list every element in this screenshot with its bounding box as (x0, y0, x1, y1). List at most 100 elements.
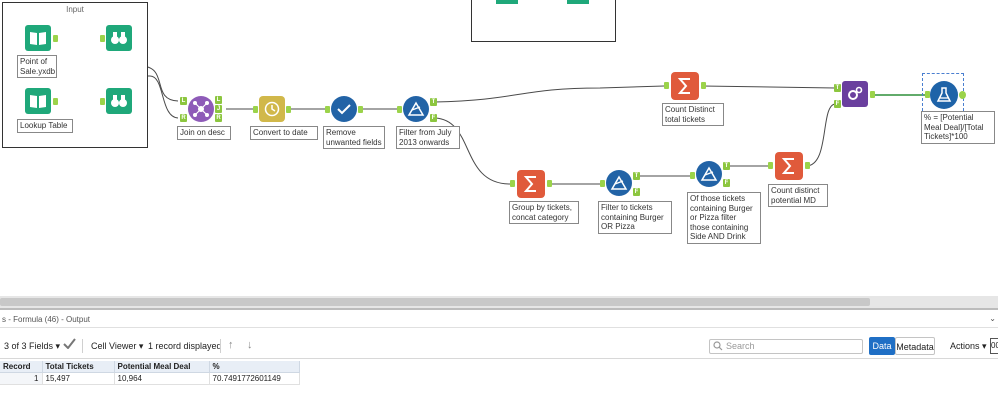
cell-viewer-dropdown[interactable]: Cell Viewer ▾ (91, 341, 143, 352)
record-count: 1 record displayed (148, 341, 222, 351)
input-tool-pos[interactable] (25, 25, 51, 51)
join-r-output-anchor[interactable]: R (215, 114, 222, 122)
table-cell[interactable]: 10,964 (114, 372, 210, 385)
filter-false-anchor[interactable]: F (430, 114, 437, 122)
output-anchor[interactable] (286, 106, 291, 113)
clock-icon (264, 101, 280, 117)
checkmark-icon (337, 104, 351, 115)
column-header-total-tickets[interactable]: Total Tickets (42, 361, 115, 373)
output-anchor[interactable] (959, 91, 966, 99)
binoculars-icon (111, 32, 127, 44)
table-cell[interactable]: 70.7491772601149 (209, 372, 300, 385)
output-anchor[interactable] (53, 35, 58, 42)
output-anchor[interactable] (870, 91, 875, 98)
actions-menu[interactable]: Actions ▾ (950, 341, 987, 352)
panel-divider[interactable] (0, 308, 998, 310)
formula-tool[interactable] (930, 81, 958, 109)
join-right-input-anchor[interactable]: R (180, 114, 187, 122)
output-anchor[interactable] (358, 106, 363, 113)
wire-countmd-to-multi (805, 103, 836, 167)
annotation-formula: % = [Potential Meal Deal]/[Total Tickets… (921, 111, 995, 144)
filter-icon (700, 166, 718, 181)
scrollbar-thumb[interactable] (0, 298, 870, 306)
select-tool[interactable] (331, 96, 357, 122)
summarize-tool-total[interactable] (671, 72, 699, 100)
data-tab-button[interactable]: Data (869, 337, 895, 355)
filter-tool-burger[interactable] (606, 170, 632, 196)
filter-icon (610, 175, 628, 190)
column-header-potential-meal-deal[interactable]: Potential Meal Deal (114, 361, 210, 373)
filter-false-anchor[interactable]: F (633, 188, 640, 196)
join-left-input-anchor[interactable]: L (180, 97, 187, 105)
filter-true-anchor[interactable]: T (723, 162, 730, 170)
join-tool[interactable] (188, 96, 214, 122)
input-anchor[interactable] (600, 180, 605, 187)
annotation-lookup-input: Lookup Table (17, 119, 73, 133)
annotation-count-total: Count Distinct total tickets (662, 103, 724, 126)
summarize-tool-group[interactable] (517, 170, 545, 198)
output-anchor[interactable] (53, 98, 58, 105)
annotation-group-tickets: Group by tickets, concat category (509, 201, 579, 224)
append-fields-tool[interactable] (842, 81, 868, 107)
book-icon (30, 32, 46, 45)
input-tool-lookup[interactable] (25, 88, 51, 114)
flask-icon (936, 87, 952, 102)
table-cell[interactable]: 15,497 (42, 372, 115, 385)
output-anchor[interactable] (805, 162, 810, 169)
input-anchor[interactable] (925, 91, 930, 98)
toolbar-separator (82, 339, 83, 353)
wire-filter-to-count (434, 85, 665, 103)
record-cell[interactable]: 1 (0, 372, 43, 385)
fields-selector[interactable]: 3 of 3 Fields ▾ (4, 341, 60, 352)
canvas-scrollbar[interactable] (0, 296, 998, 308)
filter-tool-side[interactable] (696, 161, 722, 187)
input-anchor[interactable] (768, 162, 773, 169)
cell-viewer-label: Cell Viewer (91, 341, 137, 351)
search-icon (713, 341, 723, 355)
arrow-down-icon[interactable]: ↓ (247, 339, 253, 351)
more-options-button[interactable]: 00 (990, 338, 998, 354)
apply-check-icon[interactable] (63, 338, 76, 351)
input-anchor[interactable] (510, 180, 515, 187)
arrow-up-icon[interactable]: ↑ (228, 339, 234, 351)
input-anchor[interactable] (690, 172, 695, 179)
connection-wires (61, 37, 925, 185)
browse-tool-pos[interactable] (106, 25, 132, 51)
filter-true-anchor[interactable]: T (633, 172, 640, 180)
results-toolbar: 3 of 3 Fields ▾ Cell Viewer ▾ 1 record d… (0, 333, 998, 359)
input-anchor[interactable] (253, 106, 258, 113)
search-input[interactable]: Search (709, 339, 863, 354)
workflow-canvas[interactable]: Input Point of Sale.yxdb Lookup Table L … (0, 0, 998, 296)
actions-label: Actions (950, 341, 980, 351)
results-title: s - Formula (46) - Output (2, 315, 91, 324)
sigma-icon (781, 158, 794, 174)
append-target-anchor[interactable]: T (834, 84, 841, 92)
browse-tool-lookup[interactable] (106, 88, 132, 114)
annotation-join: Join on desc (177, 126, 231, 140)
filter-tool-date[interactable] (403, 96, 429, 122)
input-anchor[interactable] (100, 35, 105, 42)
output-anchor[interactable] (701, 82, 706, 89)
filter-false-anchor[interactable]: F (723, 179, 730, 187)
table-row[interactable]: 1 15,497 10,964 70.7491772601149 (0, 372, 300, 385)
wire-filter-to-group (434, 117, 511, 185)
output-anchor[interactable] (547, 180, 552, 187)
chevron-down-icon[interactable]: ⌄ (989, 314, 996, 323)
input-anchor[interactable] (664, 82, 669, 89)
append-source-anchor[interactable]: F (834, 100, 841, 108)
join-l-output-anchor[interactable]: L (215, 96, 222, 104)
column-header-record[interactable]: Record (0, 361, 43, 373)
datetime-tool[interactable] (259, 96, 285, 122)
column-header-percent[interactable]: % (209, 361, 300, 373)
results-table: Record Total Tickets Potential Meal Deal… (0, 361, 300, 385)
filter-true-anchor[interactable]: T (430, 98, 437, 106)
summarize-tool-md[interactable] (775, 152, 803, 180)
input-anchor[interactable] (325, 106, 330, 113)
annotation-pos-input: Point of Sale.yxdb (17, 55, 57, 78)
metadata-tab-button[interactable]: Metadata (895, 337, 935, 355)
input-anchor[interactable] (397, 106, 402, 113)
secondary-container[interactable] (471, 0, 616, 42)
container-title: Input (66, 5, 84, 14)
input-anchor[interactable] (100, 98, 105, 105)
join-j-output-anchor[interactable]: J (215, 105, 222, 113)
